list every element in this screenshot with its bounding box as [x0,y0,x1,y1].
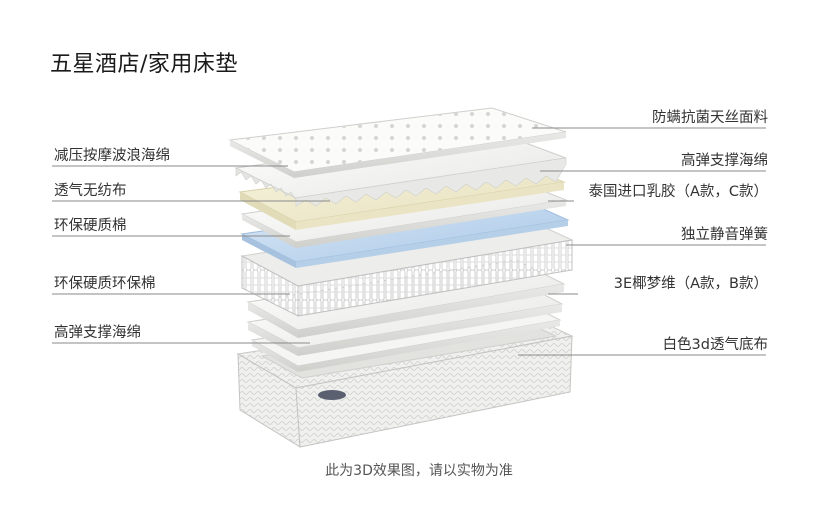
label-high-elastic-foam-right: 高弹支撑海绵 [681,153,768,169]
label-tencel-fabric: 防螨抗菌天丝面料 [652,110,768,126]
label-3e-coir: 3E椰梦维（A款，B款） [613,276,768,292]
label-thai-latex: 泰国进口乳胶（A款，C款） [588,184,768,200]
label-3d-bottom-fabric: 白色3d透气底布 [662,337,768,353]
label-hard-cotton: 环保硬质棉 [54,218,127,234]
label-wave-foam: 减压按摩波浪海绵 [54,148,170,164]
disclaimer-caption: 此为3D效果图，请以实物为准 [325,463,513,479]
label-breathable-nonwoven: 透气无纺布 [54,183,127,199]
leader-lines [52,127,766,356]
layer-tencel-top-fabric [228,107,567,178]
page-title: 五星酒店/家用床垫 [50,52,238,77]
label-high-elastic-foam-left: 高弹支撑海绵 [54,325,141,341]
label-hard-eco-cotton: 环保硬质环保棉 [54,276,156,292]
label-pocket-springs: 独立静音弹簧 [681,227,768,243]
